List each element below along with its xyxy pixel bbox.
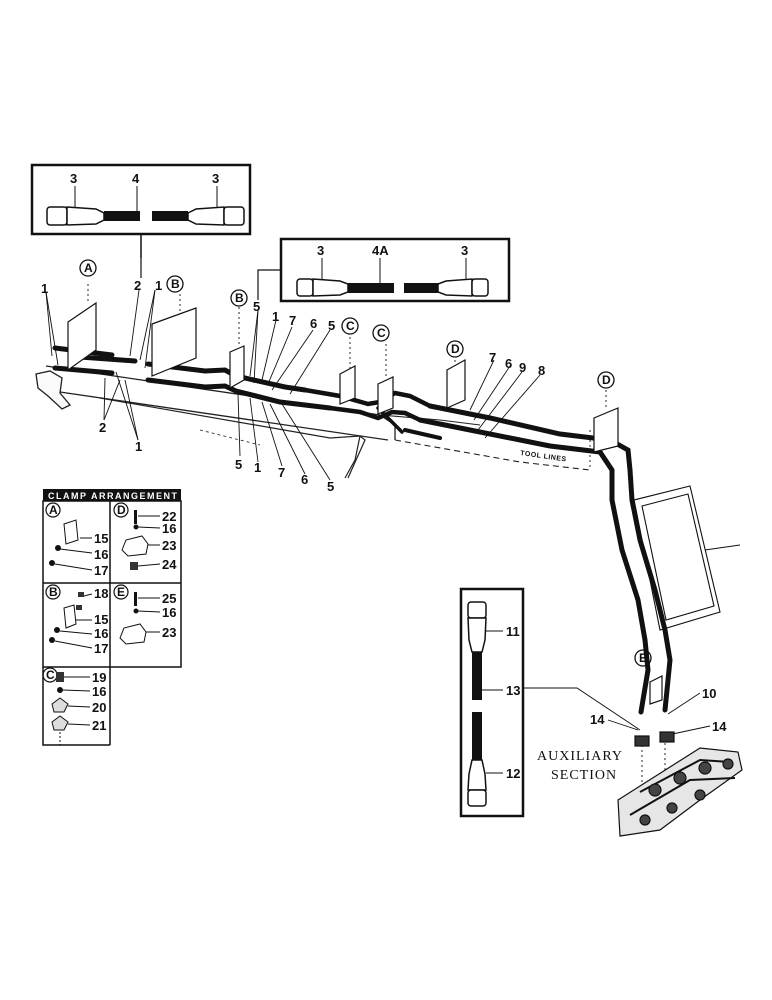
callout-num-8: 8 — [538, 363, 545, 378]
machine-frame — [35, 365, 591, 479]
clamp-table-title: CLAMP ARRANGEMENT — [48, 491, 179, 501]
clamp-e-part-1: 25 — [162, 591, 176, 606]
hose-a-fitting-left: 3 — [70, 171, 77, 186]
callout-num-6b: 6 — [505, 356, 512, 371]
clamp-arrangement-table: CLAMP ARRANGEMENT A 15 16 17 D 22 16 23 … — [42, 489, 182, 746]
clamp-a-part-1: 15 — [94, 531, 108, 546]
callout-num-1b: 1 — [155, 278, 162, 293]
hose-a-hose: 4 — [132, 171, 140, 186]
auxiliary-valve — [617, 731, 743, 837]
callout-num-9: 9 — [519, 360, 526, 375]
callout-num-7a: 7 — [289, 313, 296, 328]
callout-num-5b: 5 — [328, 318, 335, 333]
hose-b-hose: 4A — [372, 243, 389, 258]
callout-num-1c: 1 — [272, 309, 279, 324]
clamp-e-part-3: 23 — [162, 625, 176, 640]
callout-num-7c: 7 — [278, 465, 285, 480]
clamp-a-part-3: 17 — [94, 563, 108, 578]
hose-detail-4a: 3 4A 3 — [257, 237, 511, 303]
clamp-a-letter: A — [49, 503, 58, 517]
hose-b-fitting-right: 3 — [461, 243, 468, 258]
clamp-d-part-4: 24 — [162, 557, 177, 572]
leader-lines — [45, 289, 711, 736]
callout-letter-d1: D — [451, 342, 460, 356]
hose-c-top: 11 — [506, 624, 520, 639]
callout-num-6a: 6 — [310, 316, 317, 331]
clamp-b-letter: B — [49, 585, 58, 599]
auxiliary-label-line2: SECTION — [551, 768, 617, 783]
callout-num-7b: 7 — [489, 350, 496, 365]
callout-letter-c1: C — [346, 319, 355, 333]
clamp-d-part-3: 23 — [162, 538, 176, 553]
clamp-d-part-2: 16 — [162, 521, 176, 536]
guide-lines — [87, 284, 666, 790]
callout-num-1e: 1 — [254, 460, 261, 475]
clamp-d-part-1: 22 — [162, 509, 176, 524]
clamp-a-part-2: 16 — [94, 547, 108, 562]
hose-b-fitting-left: 3 — [317, 243, 324, 258]
callout-letter-d2: D — [602, 373, 611, 387]
hose-a-fitting-right: 3 — [212, 171, 219, 186]
clamp-e-part-2: 16 — [162, 605, 176, 620]
callout-letter-b2: B — [235, 291, 244, 305]
callout-num-5a: 5 — [253, 299, 260, 314]
hose-c-bottom: 12 — [506, 766, 520, 781]
callout-num-6c: 6 — [301, 472, 308, 487]
clamp-c-part-2: 16 — [92, 684, 106, 699]
bracket-outline — [633, 485, 741, 631]
callout-letter-a: A — [84, 261, 93, 275]
auxiliary-label-line1: AUXILIARY — [537, 749, 623, 764]
hose-detail-4: 3 4 3 — [30, 163, 252, 278]
letter-callouts — [79, 259, 652, 667]
clamp-plates — [67, 301, 663, 705]
callout-num-14b: 14 — [712, 719, 727, 734]
clamp-c-part-1: 19 — [92, 670, 106, 685]
clamp-b-part-1: 18 — [94, 586, 108, 601]
clamp-b-part-4: 17 — [94, 641, 108, 656]
callout-num-1d: 1 — [135, 439, 142, 454]
callout-num-14a: 14 — [590, 712, 605, 727]
clamp-c-part-3: 20 — [92, 700, 106, 715]
callout-letter-c2: C — [377, 326, 386, 340]
callout-num-1a: 1 — [41, 281, 48, 296]
callout-num-2b: 2 — [99, 420, 106, 435]
hose-c-middle: 13 — [506, 683, 520, 698]
clamp-b-part-2: 15 — [94, 612, 108, 627]
clamp-d-letter: D — [117, 503, 126, 517]
hydraulic-lines — [52, 345, 673, 715]
callout-letter-b1: B — [171, 277, 180, 291]
callout-num-2a: 2 — [134, 278, 141, 293]
clamp-c-part-4: 21 — [92, 718, 106, 733]
callout-letter-e: E — [639, 651, 647, 665]
clamp-b-part-3: 16 — [94, 626, 108, 641]
callout-num-10: 10 — [702, 686, 716, 701]
clamp-c-letter: C — [46, 668, 55, 682]
callout-num-5c: 5 — [235, 457, 242, 472]
callout-num-5d: 5 — [327, 479, 334, 494]
clamp-e-letter: E — [117, 585, 125, 599]
tool-lines-label: TOOL LINES — [520, 450, 567, 463]
hose-detail-13: 11 13 12 — [459, 587, 525, 818]
